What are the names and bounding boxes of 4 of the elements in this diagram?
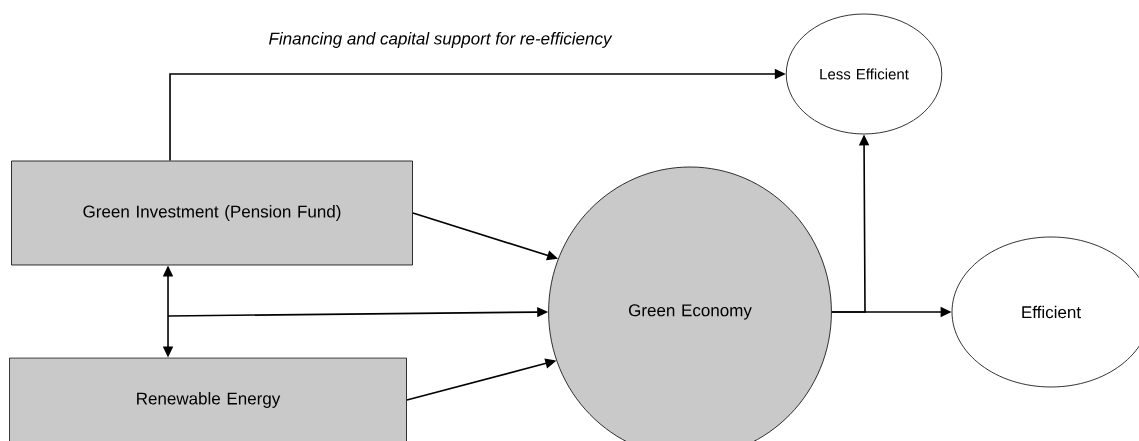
process-box: Renewable Energy bbox=[9, 357, 407, 441]
arrow bbox=[412, 212, 558, 261]
process-box: Green Investment (Pension Fund) bbox=[11, 160, 413, 266]
edge-label: Financing and capital support for re-efficiency bbox=[267, 31, 613, 49]
